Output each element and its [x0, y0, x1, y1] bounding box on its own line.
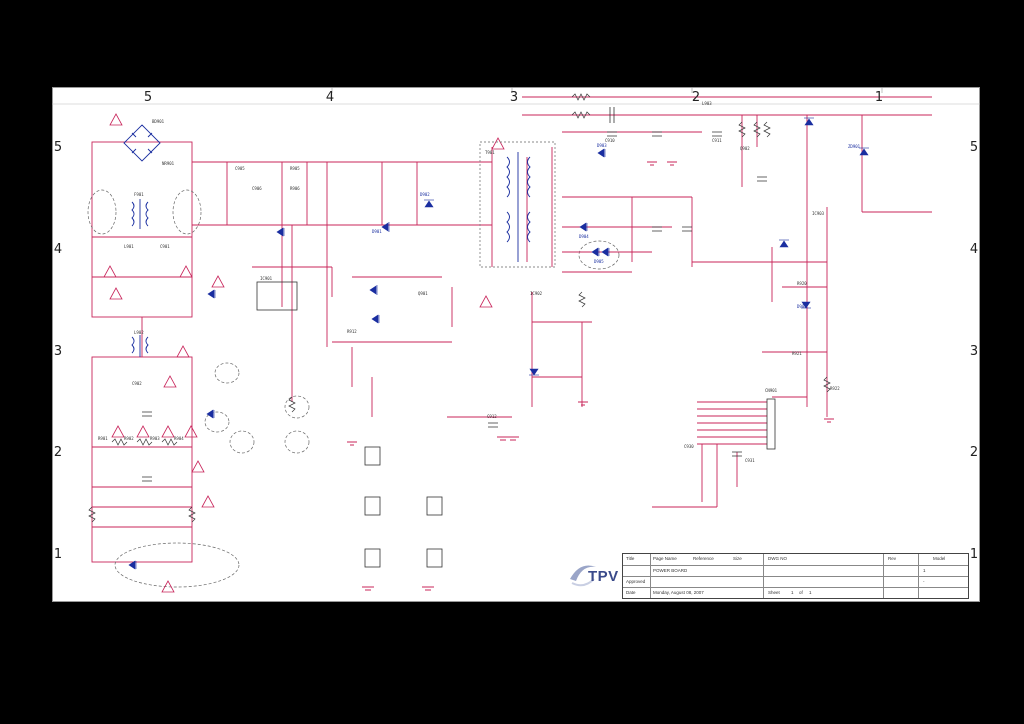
component-label: D904 [579, 234, 589, 239]
sheet-number: 1 [791, 590, 794, 595]
component-label: NR901 [162, 161, 175, 166]
sheet-label: Sheet [768, 590, 780, 595]
zone-row-2-right: 2 [969, 445, 979, 460]
approved-value: - [923, 579, 925, 584]
component-label: C930 [684, 444, 694, 449]
component-label: F901 [134, 192, 144, 197]
title-row-3: Approved - [623, 576, 968, 587]
zone-row-4-right: 4 [969, 242, 979, 257]
component-label: R922 [830, 386, 840, 391]
component-label: D901 [372, 229, 382, 234]
model-label: Model [933, 556, 946, 561]
component-label: IC903 [812, 211, 825, 216]
approved-label: Approved [626, 579, 646, 584]
component-label: C905 [235, 166, 245, 171]
date-value: Monday, August 08, 2007 [653, 590, 704, 595]
component-label: C931 [745, 458, 755, 463]
rev-value: 1 [923, 568, 926, 573]
component-label: D903 [597, 143, 607, 148]
component-label: Q902 [740, 146, 750, 151]
title-divider [883, 554, 884, 598]
zone-row-3-right: 3 [969, 344, 979, 359]
zone-row-1-right: 1 [969, 547, 979, 562]
component-label: R912 [347, 329, 357, 334]
title-row-1: Title Page Name Reference Size DWG NO Re… [623, 554, 968, 564]
title-divider [763, 554, 764, 598]
main-transformer [479, 141, 556, 268]
component-label: R901 [98, 436, 108, 441]
component-label: ZD901 [848, 144, 861, 149]
zone-column-1: 1 [874, 90, 884, 105]
component-label: C911 [712, 138, 722, 143]
zone-column-5: 5 [143, 90, 153, 105]
component-label: L903 [702, 101, 712, 106]
reference-label: Reference [693, 556, 714, 561]
component-label: D906 [797, 304, 807, 309]
bridge-rectifier [123, 124, 161, 162]
page-name-label: Page Name [653, 556, 677, 561]
date-label: Date [626, 590, 636, 595]
component-label: R920 [797, 281, 807, 286]
zone-row-3-left: 3 [53, 344, 63, 359]
page-name-value: POWER BOARD [653, 568, 688, 573]
zone-row-1-left: 1 [53, 547, 63, 562]
title-row-4: Date Monday, August 08, 2007 Sheet 1 of … [623, 587, 968, 598]
size-label: Size [733, 556, 742, 561]
component-label: BD901 [152, 119, 165, 124]
component-label: R904 [174, 436, 184, 441]
component-label: R905 [290, 166, 300, 171]
zone-column-2: 2 [691, 90, 701, 105]
schematic-drawing [52, 87, 980, 602]
zone-row-5-left: 5 [53, 140, 63, 155]
ic901-package [256, 281, 298, 311]
zone-row-5-right: 5 [969, 140, 979, 155]
component-label: L901 [124, 244, 134, 249]
component-label: C902 [132, 381, 142, 386]
component-label: CN901 [765, 388, 778, 393]
component-label: IC902 [530, 291, 543, 296]
logo-swirl-icon [570, 565, 596, 587]
zone-row-2-left: 2 [53, 445, 63, 460]
component-label: D902 [420, 192, 430, 197]
component-label: C910 [605, 138, 615, 143]
title-block: Title Page Name Reference Size DWG NO Re… [622, 553, 969, 599]
title-divider [918, 554, 919, 598]
component-label: C912 [487, 414, 497, 419]
rev-label: Rev [888, 556, 897, 561]
component-label: R906 [290, 186, 300, 191]
component-label: C906 [252, 186, 262, 191]
schematic-sheet: 5 4 3 2 1 5 4 3 2 1 5 4 3 2 1 BD901 F901… [52, 87, 980, 602]
component-label: D905 [594, 259, 604, 264]
component-label: L902 [134, 330, 144, 335]
sheet-total: 1 [809, 590, 812, 595]
component-label: Q901 [418, 291, 428, 296]
connector-bus [652, 401, 767, 508]
title-divider [650, 554, 651, 598]
dwg-no-label: DWG NO [768, 556, 787, 561]
zone-column-3: 3 [509, 90, 519, 105]
component-label: IC901 [260, 276, 273, 281]
logo-text: TPV [588, 568, 619, 585]
component-label: T901 [485, 150, 495, 155]
component-label: R902 [124, 436, 134, 441]
sheet-of: of [799, 590, 803, 595]
zone-row-4-left: 4 [53, 242, 63, 257]
title-row-2: POWER BOARD 1 [623, 565, 968, 576]
title-label: Title [626, 556, 635, 561]
component-label: R921 [792, 351, 802, 356]
zone-column-4: 4 [325, 90, 335, 105]
component-label: R903 [150, 436, 160, 441]
component-label: C901 [160, 244, 170, 249]
company-logo: TPV [566, 555, 622, 595]
